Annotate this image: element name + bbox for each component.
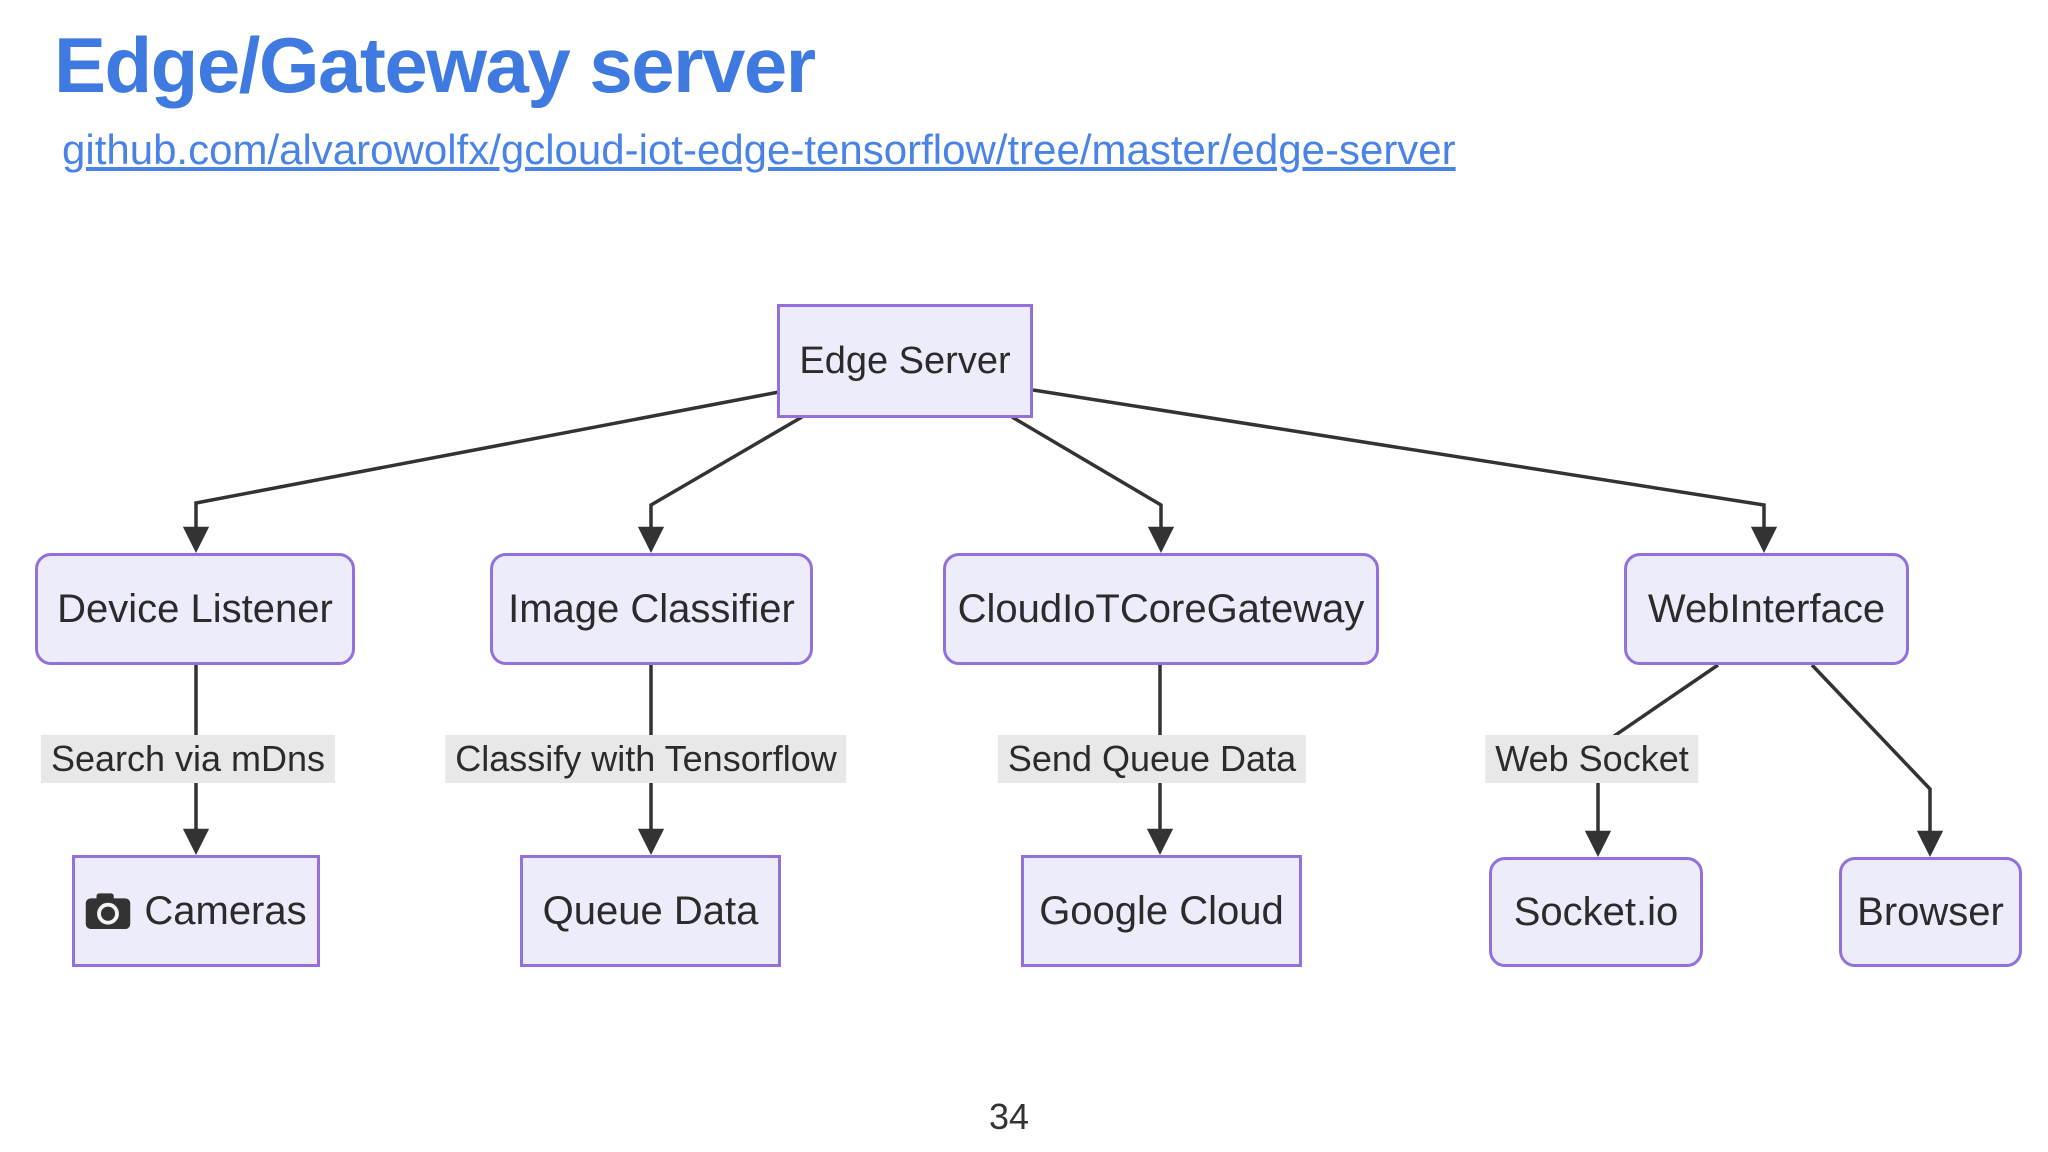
edge-edgeserver-webgateway	[1011, 415, 1175, 553]
edge-edgeserver-devicelistener	[182, 390, 780, 553]
node-web-interface-label: WebInterface	[1647, 586, 1886, 631]
node-image-classifier: Image Classifier	[490, 553, 813, 665]
node-edge-server-label: Edge Server	[799, 339, 1011, 382]
page-number: 34	[988, 1096, 1030, 1137]
node-socket-io-label: Socket.io	[1513, 889, 1679, 934]
node-web-interface: WebInterface	[1624, 553, 1909, 665]
edge-label-send-queue-data: Send Queue Data	[997, 735, 1307, 783]
node-edge-server: Edge Server	[777, 304, 1033, 418]
node-cameras: Cameras	[72, 855, 320, 967]
node-device-listener: Device Listener	[35, 553, 355, 665]
node-google-cloud-label: Google Cloud	[1039, 888, 1284, 933]
github-link[interactable]: github.com/alvarowolfx/gcloud-iot-edge-t…	[62, 126, 1456, 173]
node-image-classifier-label: Image Classifier	[508, 586, 795, 631]
node-google-cloud: Google Cloud	[1021, 855, 1302, 967]
edge-edgeserver-webinterface	[1032, 388, 1778, 553]
node-device-listener-label: Device Listener	[57, 586, 333, 631]
camera-icon	[86, 893, 131, 930]
node-browser: Browser	[1839, 857, 2022, 967]
node-queue-data: Queue Data	[520, 855, 781, 967]
edge-webinterface-browser	[1810, 663, 1944, 857]
edge-label-web-socket: Web Socket	[1485, 735, 1699, 783]
node-cloud-iot-core-gateway: CloudIoTCoreGateway	[943, 553, 1379, 665]
node-browser-label: Browser	[1857, 889, 2004, 934]
page-title: Edge/Gateway server	[54, 21, 816, 109]
edge-label-classify-with-tensorflow: Classify with Tensorflow	[445, 735, 847, 783]
edge-edgeserver-imageclassifier	[637, 415, 803, 553]
node-socket-io: Socket.io	[1489, 857, 1703, 967]
edge-label-search-via-mdns: Search via mDns	[40, 735, 336, 783]
node-cameras-label: Cameras	[144, 888, 307, 933]
node-queue-data-label: Queue Data	[542, 888, 759, 933]
node-cloud-iot-core-gateway-label: CloudIoTCoreGateway	[957, 586, 1365, 631]
